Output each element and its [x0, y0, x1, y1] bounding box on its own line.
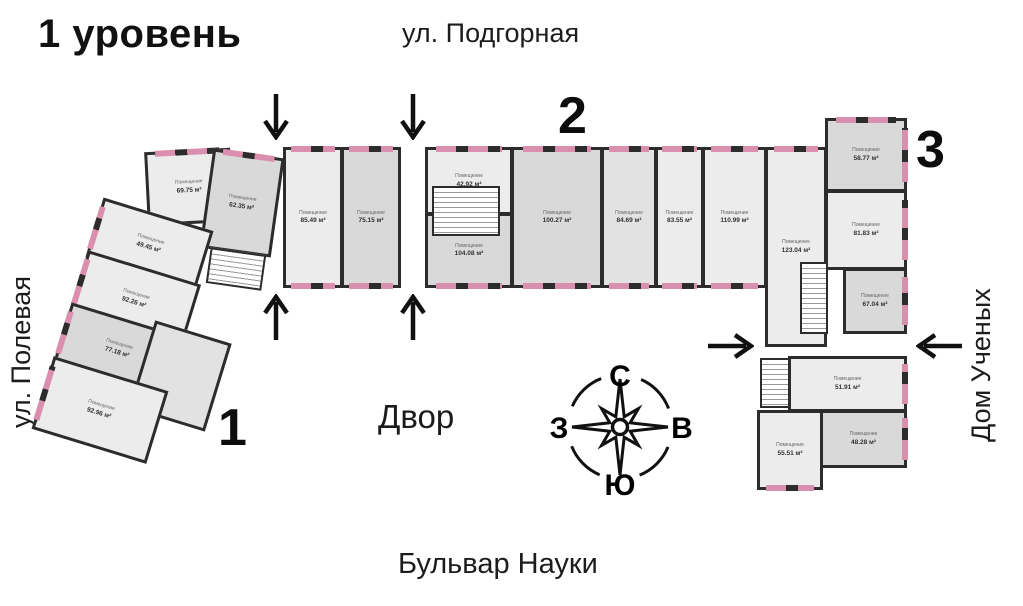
- building-3-number: 3: [916, 121, 945, 179]
- room: Помещение 58.77 м²: [825, 117, 908, 192]
- room: Помещение 75.15 м²: [341, 146, 401, 289]
- compass-south-label: Ю: [605, 469, 636, 502]
- page-title: 1 уровень: [38, 12, 242, 56]
- room-name: Помещение: [665, 209, 694, 216]
- room-name: Помещение: [455, 173, 483, 180]
- entrance-arrow-down-icon: [263, 94, 289, 140]
- building-1-number: 1: [218, 399, 247, 457]
- street-label-right: Дом Ученых: [966, 288, 996, 442]
- room: Помещение 62.35 м²: [199, 148, 285, 258]
- room-area: 110.99 м²: [720, 217, 749, 225]
- compass-east-label: В: [671, 412, 693, 445]
- street-label-bottom: Бульвар Науки: [398, 548, 598, 580]
- compass-north-label: С: [609, 360, 631, 393]
- stair-core: [432, 186, 500, 236]
- room: Помещение 100.27 м²: [511, 146, 603, 289]
- room: Помещение 81.83 м²: [825, 190, 908, 270]
- room-area: 100.27 м²: [542, 217, 572, 225]
- entrance-arrow-right-icon: [708, 333, 754, 359]
- room-area: 104.08 м²: [454, 250, 484, 258]
- compass-rose-icon: С Ю З В: [550, 360, 693, 502]
- room-name: Помещение: [228, 193, 257, 204]
- room-name: Помещение: [543, 209, 571, 216]
- room: Помещение 48.28 м²: [820, 410, 908, 468]
- room-name: Помещение: [455, 242, 483, 249]
- entrance-arrow-down-icon: [400, 94, 426, 140]
- stair-core: [760, 358, 790, 408]
- room-area: 48.28 м²: [850, 438, 877, 446]
- room-name: Помещение: [357, 209, 385, 216]
- room-area: 62.35 м²: [228, 200, 255, 212]
- room-area: 77.18 м²: [104, 345, 131, 360]
- room-name: Помещение: [87, 398, 116, 413]
- room: Помещение 85.49 м²: [283, 146, 343, 289]
- building-2-number: 2: [558, 87, 587, 145]
- stair-core: [205, 247, 267, 291]
- room-area: 55.51 м²: [777, 449, 803, 457]
- room-area: 84.69 м²: [616, 217, 642, 225]
- room-name: Помещение: [105, 337, 134, 352]
- room-area: 81.83 м²: [853, 229, 879, 237]
- room-area: 75.15 м²: [358, 217, 384, 225]
- room-area: 92.96 м²: [86, 406, 113, 421]
- street-label-left: ул. Полевая: [6, 276, 36, 428]
- room-area: 83.55 м²: [666, 217, 693, 225]
- courtyard-label: Двор: [378, 398, 455, 435]
- room: Помещение 83.55 м²: [655, 146, 704, 289]
- room-name: Помещение: [849, 431, 878, 438]
- entrance-arrow-up-icon: [400, 294, 426, 340]
- entrance-arrow-left-icon: [916, 333, 962, 359]
- room: Помещение 51.91 м²: [788, 356, 908, 412]
- room-area: 51.91 м²: [834, 383, 861, 391]
- room-name: Помещение: [122, 287, 151, 302]
- room-name: Помещение: [861, 293, 889, 300]
- room-area: 92.26 м²: [121, 295, 148, 310]
- room-name: Помещение: [299, 209, 327, 216]
- street-label-top: ул. Подгорная: [402, 18, 580, 48]
- compass-west-label: З: [550, 412, 569, 445]
- stair-core: [800, 262, 828, 334]
- room-name: Помещение: [852, 222, 880, 229]
- room-area: 49.45 м²: [135, 240, 162, 255]
- room-area: 58.77 м²: [853, 154, 879, 162]
- room-area: 69.75 м²: [176, 186, 202, 195]
- room: Помещение 67.04 м²: [843, 268, 908, 334]
- room: Помещение 55.51 м²: [757, 410, 823, 491]
- room-name: Помещение: [136, 232, 166, 247]
- room: Помещение 110.99 м²: [702, 146, 767, 289]
- room-name: Помещение: [174, 178, 203, 186]
- room-name: Помещение: [615, 209, 643, 216]
- room-name: Помещение: [852, 147, 880, 154]
- room-name: Помещение: [833, 376, 862, 383]
- room-name: Помещение: [782, 239, 810, 246]
- room-area: 67.04 м²: [862, 300, 888, 308]
- room-area: 85.49 м²: [300, 217, 326, 225]
- room-name: Помещение: [776, 442, 804, 449]
- room-area: 123.04 м²: [781, 246, 811, 254]
- room-name: Помещение: [720, 209, 749, 216]
- room: Помещение 84.69 м²: [601, 146, 657, 289]
- entrance-arrow-up-icon: [263, 294, 289, 340]
